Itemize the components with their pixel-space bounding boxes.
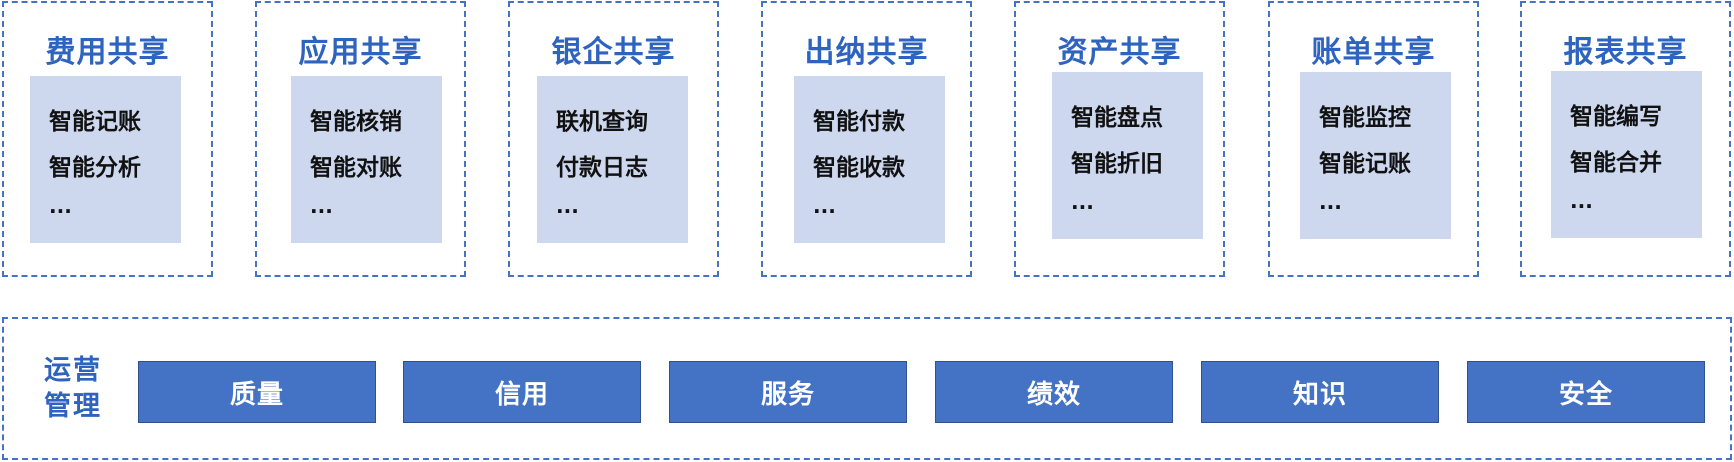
module-feature-list: 智能盘点 智能折旧 ... [1052,72,1203,239]
module-expense-sharing: 费用共享 智能记账 智能分析 ... [2,1,213,277]
module-feature-list: 智能付款 智能收款 ... [794,76,945,243]
module-billing-sharing: 账单共享 智能监控 智能记账 ... [1268,1,1479,277]
ellipsis-more: ... [556,194,579,218]
feature-item: 智能编写 [1570,104,1662,130]
module-feature-list: 智能编写 智能合并 ... [1551,71,1702,238]
module-feature-list: 智能监控 智能记账 ... [1300,72,1451,239]
ellipsis-more: ... [49,194,72,218]
ellipsis-more: ... [1319,190,1342,214]
feature-item: 付款日志 [556,155,648,181]
ops-item-performance: 绩效 [935,361,1173,423]
feature-item: 智能付款 [813,109,905,135]
ops-item-security: 安全 [1467,361,1705,423]
module-title: 资产共享 [1057,35,1182,70]
module-asset-sharing: 资产共享 智能盘点 智能折旧 ... [1014,1,1225,277]
module-title: 费用共享 [45,35,170,70]
ops-item-service: 服务 [669,361,907,423]
operations-label-line: 管理 [44,391,102,422]
ops-item-quality: 质量 [138,361,376,423]
module-title: 出纳共享 [804,35,929,70]
module-title: 账单共享 [1311,35,1436,70]
ellipsis-more: ... [1071,190,1094,214]
operations-label: 运营 管理 [44,353,114,425]
module-feature-list: 智能核销 智能对账 ... [291,76,442,243]
feature-item: 智能分析 [49,155,141,181]
ops-item-credit: 信用 [403,361,641,423]
operations-label-line: 运营 [44,355,102,386]
ellipsis-more: ... [1570,189,1593,213]
feature-item: 智能盘点 [1071,105,1163,131]
feature-item: 智能合并 [1570,150,1662,176]
module-title: 应用共享 [298,35,423,70]
module-application-sharing: 应用共享 智能核销 智能对账 ... [255,1,466,277]
feature-item: 智能记账 [49,109,141,135]
module-cashier-sharing: 出纳共享 智能付款 智能收款 ... [761,1,972,277]
module-report-sharing: 报表共享 智能编写 智能合并 ... [1520,1,1731,277]
feature-item: 智能对账 [310,155,402,181]
module-title: 报表共享 [1563,35,1688,70]
feature-item: 智能监控 [1319,105,1411,131]
ellipsis-more: ... [813,194,836,218]
feature-item: 智能核销 [310,109,402,135]
ops-item-knowledge: 知识 [1201,361,1439,423]
module-title: 银企共享 [551,35,676,70]
module-bank-enterprise-sharing: 银企共享 联机查询 付款日志 ... [508,1,719,277]
feature-item: 智能折旧 [1071,151,1163,177]
feature-item: 联机查询 [556,109,648,135]
feature-item: 智能收款 [813,155,905,181]
ellipsis-more: ... [310,194,333,218]
operations-management-panel: 运营 管理 质量 信用 服务 绩效 知识 安全 [2,317,1732,460]
module-feature-list: 智能记账 智能分析 ... [30,76,181,243]
module-feature-list: 联机查询 付款日志 ... [537,76,688,243]
feature-item: 智能记账 [1319,151,1411,177]
